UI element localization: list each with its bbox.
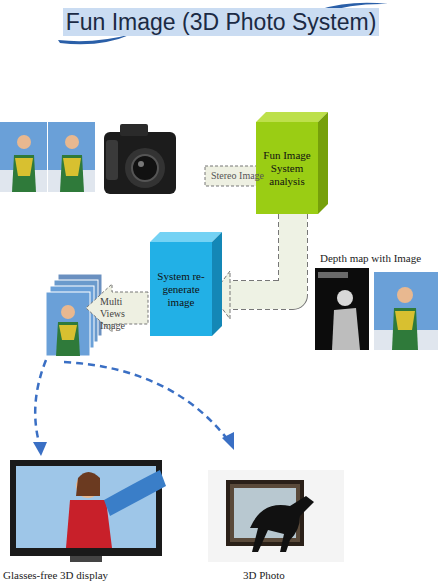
title-bar: Fun Image (3D Photo System) [0,8,442,36]
box-top-face [150,232,222,242]
regenerate-box: System re-generate image [150,242,212,336]
image-caption: Glasses-free 3D display [3,569,163,581]
flow-connector [212,214,293,319]
output-curves [35,360,228,446]
image-caption: Depth map with Image [320,252,440,264]
analysis-box: Fun Image System analysis [256,122,318,214]
arrow-label: Multi Views Image [100,296,148,332]
box-side-face [212,232,222,336]
3d-display [10,460,166,562]
camera [104,124,176,194]
stereo-photos [0,122,95,192]
3d-photo [208,470,344,562]
arrow-head [222,432,234,450]
diagram-title: Fun Image (3D Photo System) [63,8,380,36]
flow-arrow [86,284,148,332]
box-label: System re-generate image [150,270,212,309]
arrow-label: Stereo Image [211,170,275,182]
photo-image [374,272,438,350]
arrow-head [33,442,47,456]
box-top-face [256,112,328,122]
image-caption: 3D Photo [243,569,323,581]
box-side-face [318,112,328,214]
depth-map [315,268,369,350]
box-label: Fun Image System analysis [256,149,318,188]
